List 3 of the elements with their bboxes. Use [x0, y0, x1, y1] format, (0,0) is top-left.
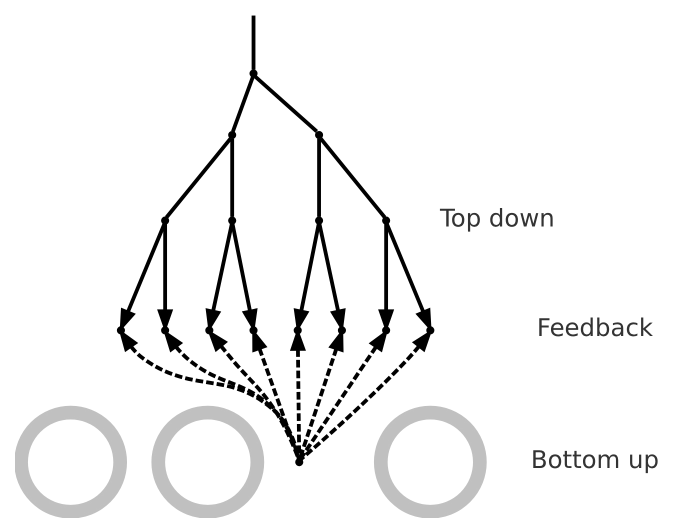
label: Top down: [440, 203, 555, 232]
label: Feedback: [536, 313, 653, 342]
label: Bottom up: [530, 444, 659, 474]
